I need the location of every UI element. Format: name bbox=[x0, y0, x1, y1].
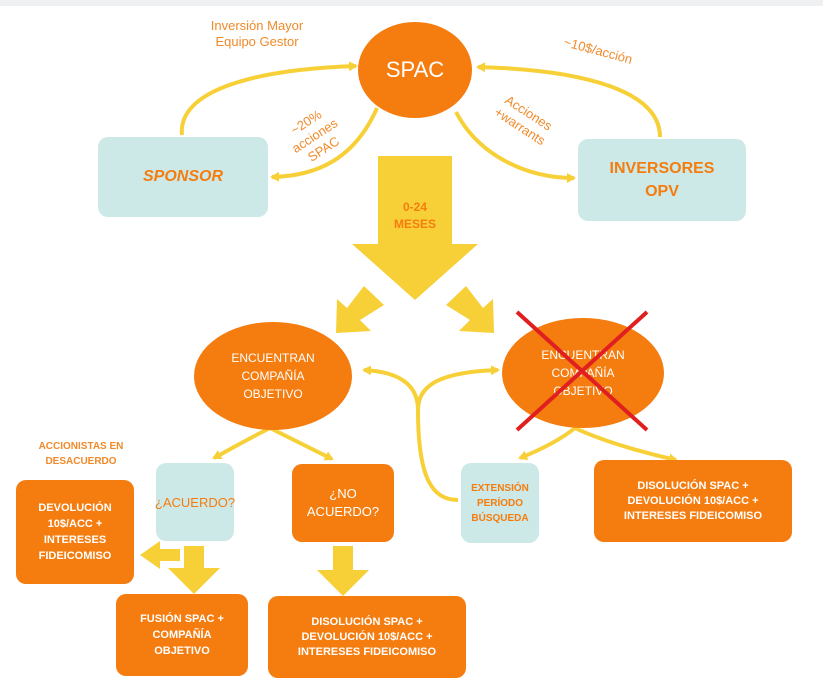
meses-label: 0-24 MESES bbox=[393, 200, 436, 231]
arrow-spac-to-inversores bbox=[454, 111, 576, 183]
big-down-arrow bbox=[352, 156, 478, 300]
label-inversion-mayor: Inversión Mayor Equipo Gestor bbox=[210, 18, 304, 49]
line-extension-to-bracket bbox=[416, 409, 459, 502]
arrow-no-encuentran-to-extension bbox=[518, 426, 577, 461]
arrow-inversores-to-spac bbox=[476, 62, 662, 138]
arrow-sponsor-to-spac bbox=[179, 61, 358, 136]
arrow-bracket-to-encuentran bbox=[362, 365, 420, 411]
arrow-no-encuentran-to-disolucion bbox=[574, 426, 678, 464]
inversores-box: INVERSORES OPV bbox=[578, 139, 746, 221]
arrow-spac-to-sponsor bbox=[270, 107, 379, 182]
no-acuerdo-box: ¿NO ACUERDO? bbox=[292, 464, 394, 542]
acuerdo-box: ¿ACUERDO? bbox=[155, 463, 235, 541]
cross-mark-icon bbox=[515, 310, 649, 432]
arrow-down-left bbox=[336, 286, 384, 333]
arrow-encuentran-to-no-acuerdo bbox=[269, 426, 334, 461]
disolucion-bottom-box: DISOLUCIÓN SPAC + DEVOLUCIÓN 10$/ACC + I… bbox=[268, 596, 466, 678]
devolucion-left-box: DEVOLUCIÓN 10$/ACC + INTERESES FIDEICOMI… bbox=[16, 480, 134, 584]
arrow-acuerdo-to-fusion bbox=[168, 546, 220, 594]
encuentran-oval: ENCUENTRAN COMPAÑÍA OBJETIVO bbox=[194, 322, 352, 430]
extension-box: EXTENSIÓN PERÍODO BÚSQUEDA bbox=[461, 463, 539, 543]
arrow-encuentran-to-acuerdo bbox=[212, 426, 271, 460]
spac-node: SPAC bbox=[358, 22, 472, 118]
arrow-acuerdo-to-devolucion bbox=[140, 541, 180, 569]
accionistas-label: ACCIONISTAS EN DESACUERDO bbox=[38, 441, 124, 467]
disolucion-right-box: DISOLUCIÓN SPAC + DEVOLUCIÓN 10$/ACC + I… bbox=[594, 460, 792, 542]
top-bar bbox=[0, 0, 823, 6]
arrow-down-right bbox=[446, 286, 494, 333]
arrow-bracket-to-no-encuentran bbox=[416, 365, 500, 411]
fusion-box: FUSIÓN SPAC + COMPAÑÍA OBJETIVO bbox=[116, 594, 248, 676]
sponsor-box: SPONSOR bbox=[98, 137, 268, 217]
arrow-no-acuerdo-to-disolucion bbox=[317, 546, 369, 596]
